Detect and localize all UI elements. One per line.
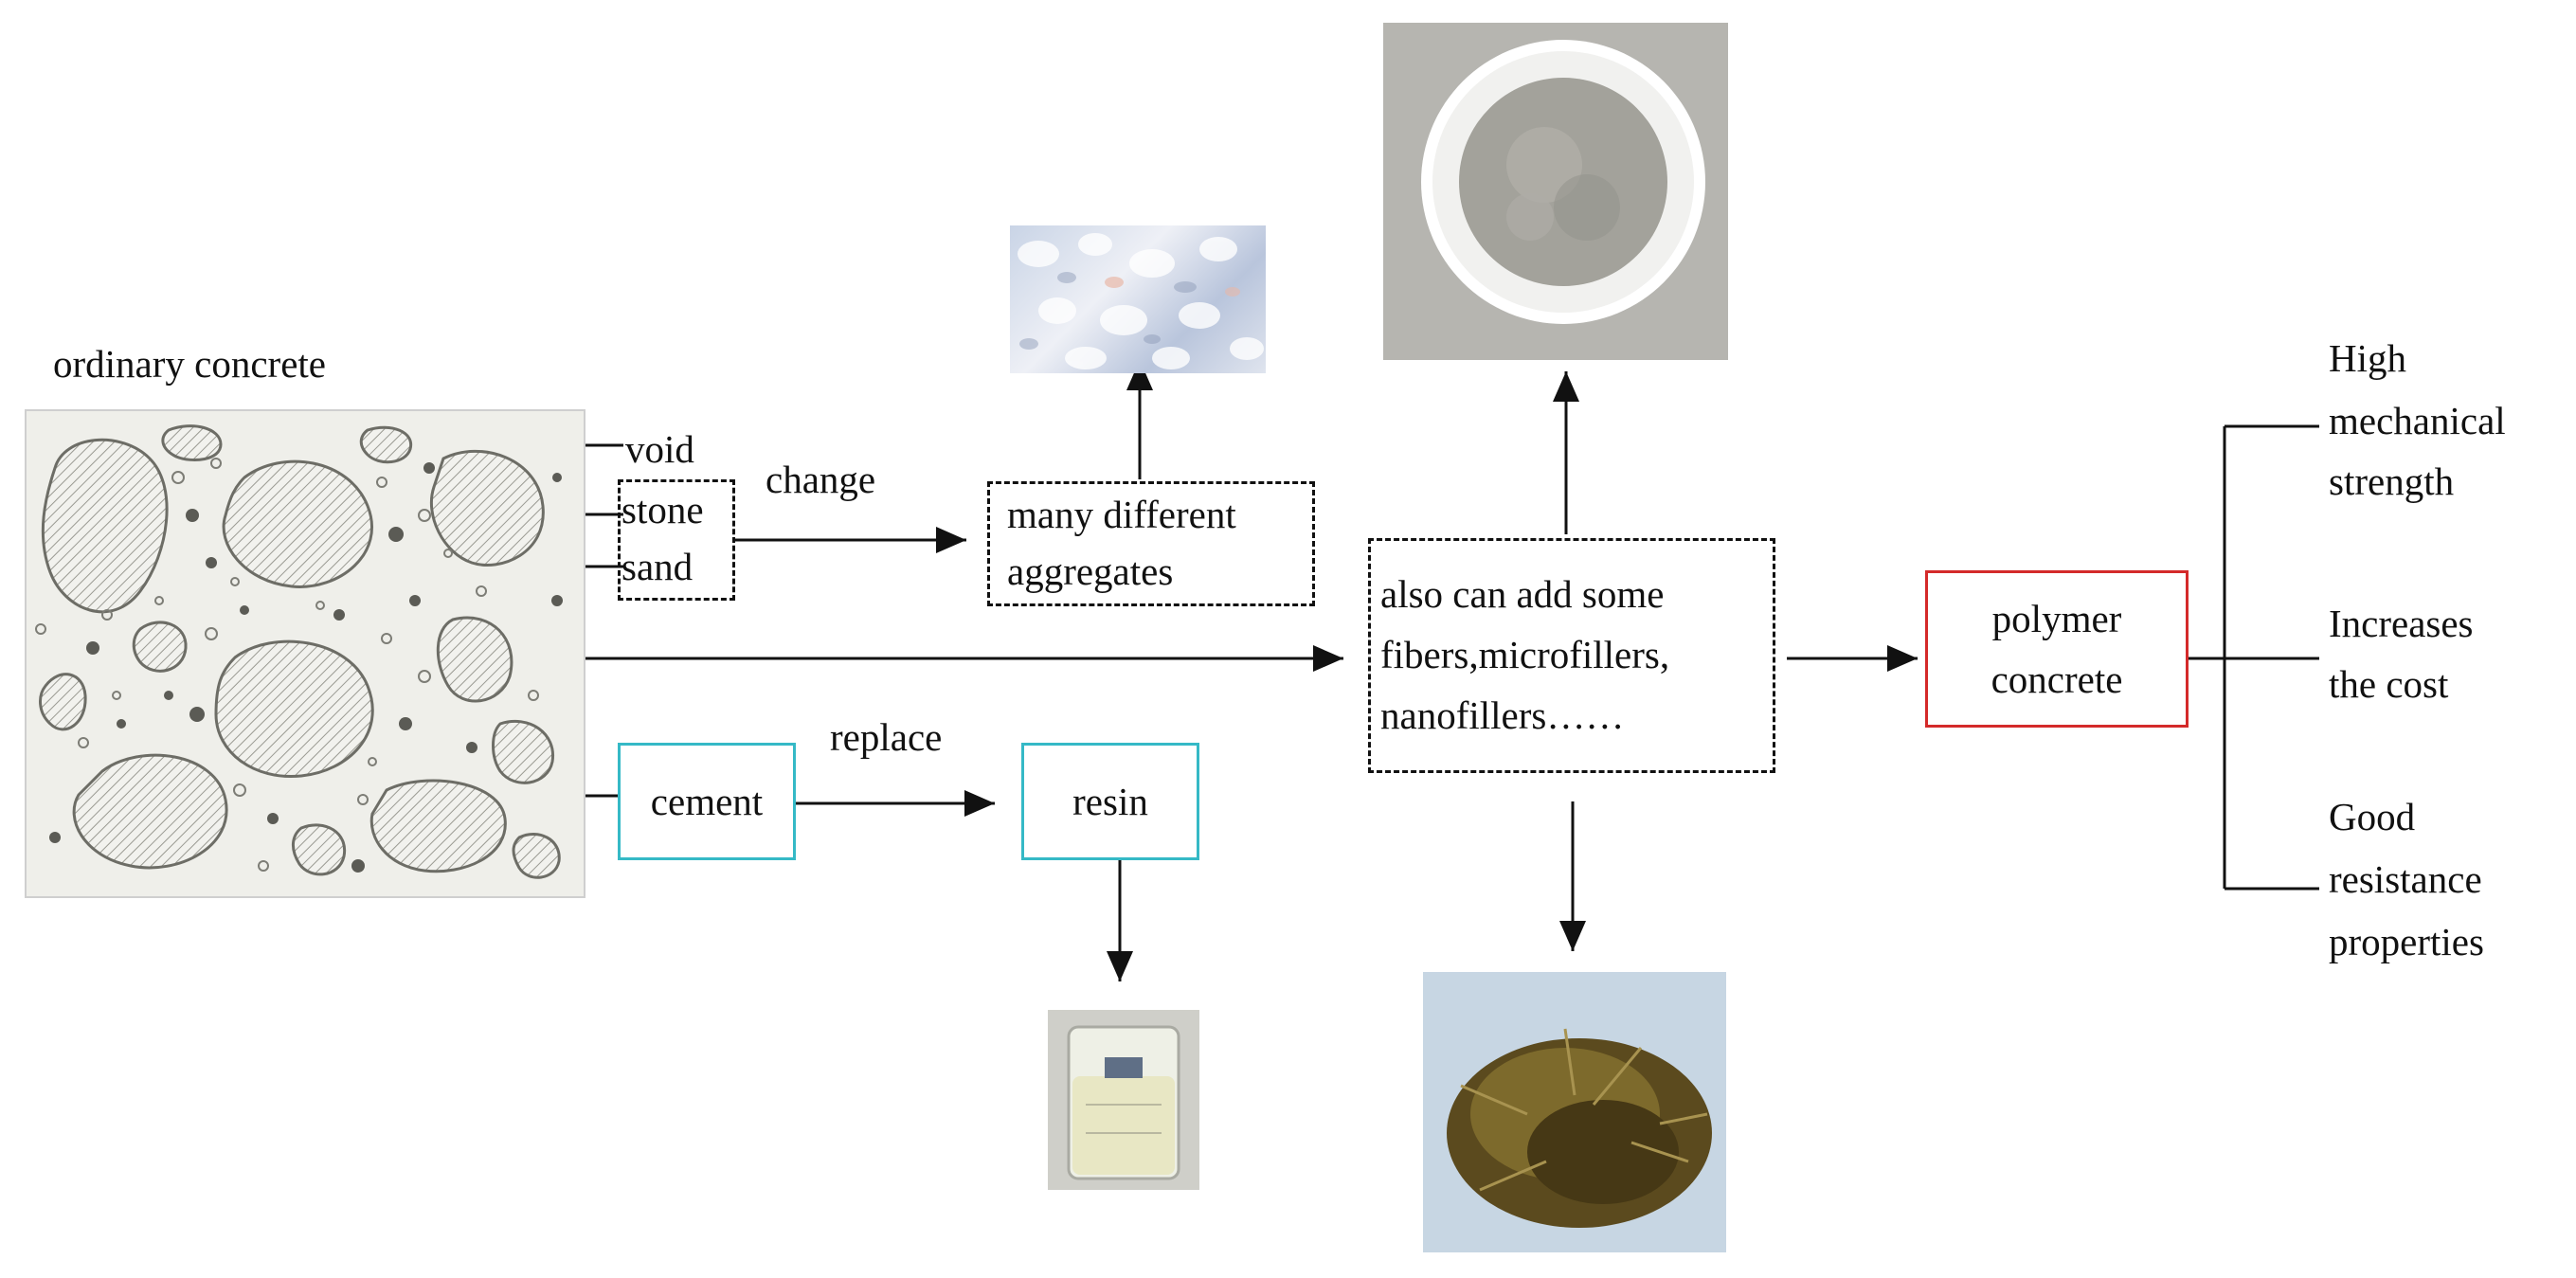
additives-line-3: nanofillers…… [1380,693,1625,737]
void-label: void [625,427,694,471]
property-1-line-3: strength [2329,459,2455,503]
powder-bowl-drawing [1383,23,1728,360]
cement-box: cement [618,743,796,860]
property-3-line-1: Good [2329,795,2416,838]
polymer-concrete-box: polymer concrete [1925,570,2189,728]
resin-label: resin [1072,780,1148,823]
polymer-line-2: concrete [1991,657,2123,701]
property-2-line-2: the cost [2329,662,2449,706]
resin-box: resin [1021,743,1199,860]
sand-label: sand [621,545,694,588]
property-1-line-1: High [2329,336,2406,380]
polymer-line-1: polymer [1991,597,2122,640]
replace-label: replace [830,715,943,759]
stone-sand-dashed-box [618,479,735,601]
property-3-line-3: properties [2329,920,2484,963]
concrete-title: ordinary concrete [53,342,326,386]
concrete-cross-section-image [25,409,585,898]
concrete-illustration [27,411,584,896]
aggregates-line-2: aggregates [1007,549,1174,593]
aggregates-line-1: many different [1007,493,1236,536]
beaker-drawing [1048,1010,1199,1190]
additives-box: also can add some fibers,microfillers, n… [1368,538,1775,773]
property-3-line-2: resistance [2329,857,2482,901]
aggregates-box: many different aggregates [987,481,1315,606]
microfiller-powder-photo [1383,23,1728,360]
property-2-line-1: Increases [2329,602,2474,645]
change-label: change [766,458,876,501]
fibers-drawing [1423,972,1726,1252]
resin-beaker-photo [1048,1010,1199,1190]
cement-label: cement [650,780,764,823]
fibers-photo [1423,972,1726,1252]
additives-line-2: fibers,microfillers, [1380,633,1670,676]
property-1-line-2: mechanical [2329,399,2506,442]
aggregates-texture [1018,233,1264,369]
aggregates-photo [1010,225,1266,373]
additives-line-1: also can add some [1380,572,1665,616]
stone-label: stone [621,488,704,531]
